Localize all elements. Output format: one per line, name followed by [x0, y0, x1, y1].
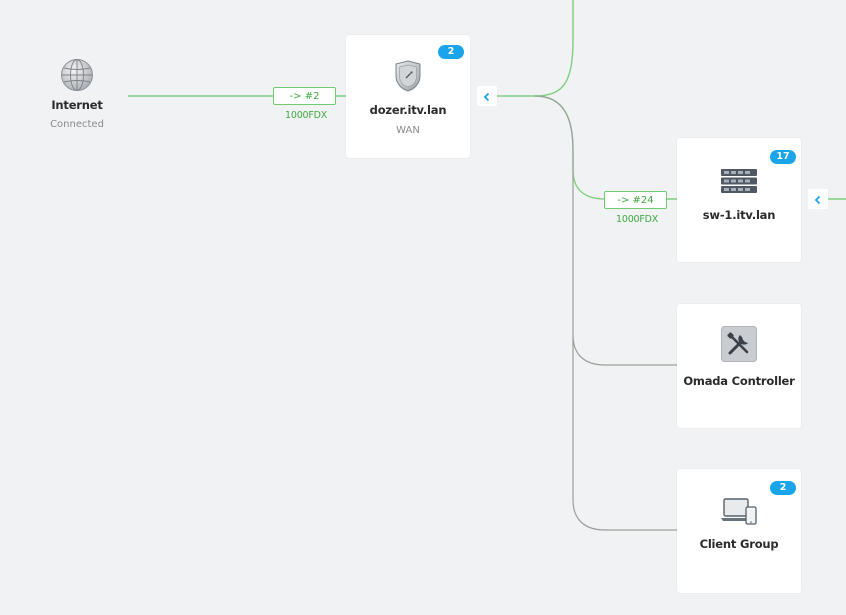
client-group-badge: 2 [770, 481, 796, 495]
shield-icon [393, 59, 423, 93]
switch-collapse-button[interactable] [808, 189, 828, 209]
tools-icon [721, 326, 757, 362]
link-gateway-controller [572, 334, 677, 366]
client-group-node[interactable]: 2 Client Group [677, 469, 801, 593]
switch-name: sw-1.itv.lan [702, 208, 776, 222]
link-gateway-switch [534, 95, 677, 200]
switch-icon [720, 167, 758, 195]
chevron-left-icon [482, 87, 492, 106]
link-gateway-clients [572, 499, 677, 531]
globe-icon [60, 58, 94, 92]
internet-label: Internet [51, 98, 103, 112]
controller-node[interactable]: Omada Controller [677, 304, 801, 428]
gateway-name: dozer.itv.lan [369, 103, 447, 117]
laptop-icon [720, 497, 758, 527]
link-gateway-top [497, 0, 574, 97]
gateway-port-label: -> #2 [273, 87, 336, 105]
gateway-collapse-button[interactable] [477, 86, 497, 106]
switch-link-speed: 1000FDX [616, 214, 659, 225]
switch-port-label: -> #24 [604, 191, 667, 209]
switch-badge: 17 [770, 150, 796, 164]
gateway-link-speed: 1000FDX [285, 110, 328, 121]
gateway-badge: 2 [438, 45, 464, 59]
switch-node[interactable]: 17 sw-1.itv.lan [677, 138, 801, 262]
controller-name: Omada Controller [683, 374, 795, 388]
link-gateway-trunk [534, 95, 574, 500]
internet-status: Connected [50, 119, 104, 130]
chevron-left-icon [813, 190, 823, 209]
gateway-sub: WAN [396, 125, 420, 136]
gateway-node[interactable]: 2 dozer.itv.lan WAN [346, 35, 470, 158]
client-group-name: Client Group [699, 537, 779, 551]
internet-node[interactable]: Internet Connected [46, 58, 108, 130]
